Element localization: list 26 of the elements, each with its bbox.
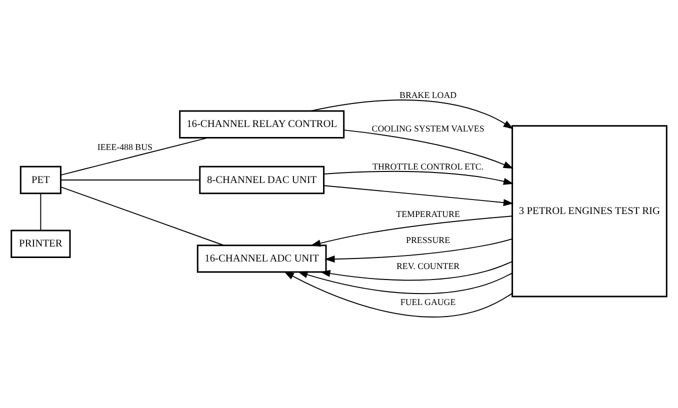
edge-label: FUEL GAUGE — [400, 297, 456, 308]
arrow — [344, 130, 514, 169]
connector — [60, 186, 224, 246]
edge-label: THROTTLE CONTROL ETC. — [372, 161, 484, 172]
edge-label: COOLING SYSTEM VALVES — [372, 123, 484, 134]
arrow — [310, 100, 514, 130]
node-box: PRINTER — [10, 230, 71, 258]
arrow — [310, 216, 513, 247]
arrow — [320, 261, 513, 281]
edge-label: BRAKE LOAD — [400, 90, 457, 100]
arrow — [324, 238, 513, 263]
arrow — [323, 185, 514, 206]
arrow — [324, 171, 514, 185]
edge-label: REV. COUNTER — [396, 260, 460, 271]
node-box: PET — [20, 166, 62, 194]
arrow — [298, 271, 512, 294]
connector — [40, 192, 42, 231]
node-box: 3 PETROL ENGINES TEST RIG — [512, 125, 668, 298]
node-box: 8-CHANNEL DAC UNIT — [199, 166, 325, 194]
arrow — [284, 271, 513, 318]
node-box: 16-CHANNEL RELAY CONTROL — [179, 110, 345, 138]
edge-label: PRESSURE — [406, 234, 450, 245]
node-box: 16-CHANNEL ADC UNIT — [196, 244, 327, 273]
edge-label: TEMPERATURE — [396, 208, 460, 219]
edge-label: IEEE-488 BUS — [97, 142, 152, 152]
connector — [60, 137, 208, 176]
